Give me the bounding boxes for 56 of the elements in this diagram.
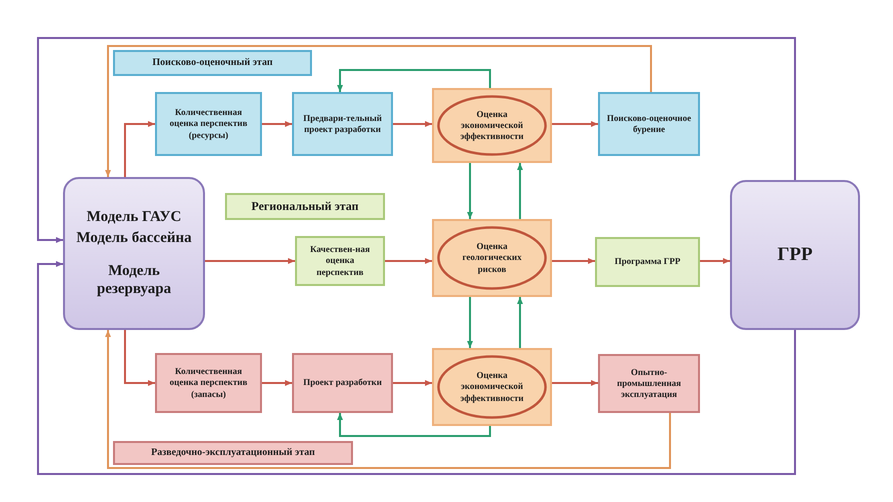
process-box: [292, 353, 393, 413]
arrow: [37, 37, 796, 243]
box-label: Поисково-оценочный этап: [151, 56, 274, 70]
process-box: [598, 354, 700, 413]
box-label: Оценка геологических рисков: [461, 241, 523, 275]
box-label: Опытно-промышленная эксплуатация: [616, 366, 682, 400]
arrow: [700, 258, 730, 264]
arrow: [337, 413, 491, 437]
arrow: [105, 330, 671, 469]
process-box: [113, 441, 353, 465]
box-label: ГРР: [776, 243, 814, 267]
box-label: Качествен-ная оценка перспектив: [309, 244, 371, 278]
arrow: [552, 258, 595, 264]
arrow: [393, 380, 432, 386]
arrow: [337, 69, 491, 92]
arrow: [552, 380, 598, 386]
box-label: Количественная оценка перспектив (запасы): [168, 366, 248, 400]
box-label: Оценка экономической эффективности: [459, 370, 525, 404]
assessment-box: [432, 348, 552, 426]
box-label: Проект разработки: [302, 377, 383, 389]
arrow: [467, 297, 473, 348]
process-box: [225, 193, 385, 220]
assessment-box: [432, 219, 552, 297]
box-label: Модель ГАУС: [86, 208, 182, 227]
process-box: [598, 92, 700, 156]
box-label: Модель бассейна: [75, 228, 193, 248]
process-box: [155, 353, 262, 413]
box-label: Предвари-тельный проект разработки: [302, 112, 383, 136]
arrow: [385, 258, 432, 264]
assessment-box: [432, 88, 552, 163]
arrow: [393, 121, 432, 127]
process-box: [155, 92, 262, 156]
arrow: [262, 121, 292, 127]
box-label: Модель резервуара: [96, 262, 172, 299]
box-label: Программа ГРР: [614, 256, 682, 268]
arrow: [124, 121, 155, 177]
box-label: Разведочно-эксплуатационный этап: [150, 446, 316, 460]
arrow: [37, 261, 796, 475]
arrow: [467, 163, 473, 219]
arrow: [105, 45, 652, 177]
arrow: [517, 297, 523, 348]
box-label: Оценка экономической эффективности: [459, 108, 525, 142]
process-box: [113, 50, 312, 76]
arrow: [517, 163, 523, 219]
arrow: [124, 330, 155, 386]
process-box: [595, 237, 700, 287]
box-label: Региональный этап: [250, 199, 360, 214]
process-box: [292, 92, 393, 156]
arrow: [205, 258, 295, 264]
process-box: [295, 236, 385, 286]
model-box: [730, 180, 860, 330]
box-label: Количественная оценка перспектив (ресурсы): [168, 107, 248, 141]
arrow: [262, 380, 292, 386]
model-box: [63, 177, 205, 330]
box-label: Поисково-оценочное бурение: [606, 112, 692, 136]
arrow: [552, 121, 598, 127]
